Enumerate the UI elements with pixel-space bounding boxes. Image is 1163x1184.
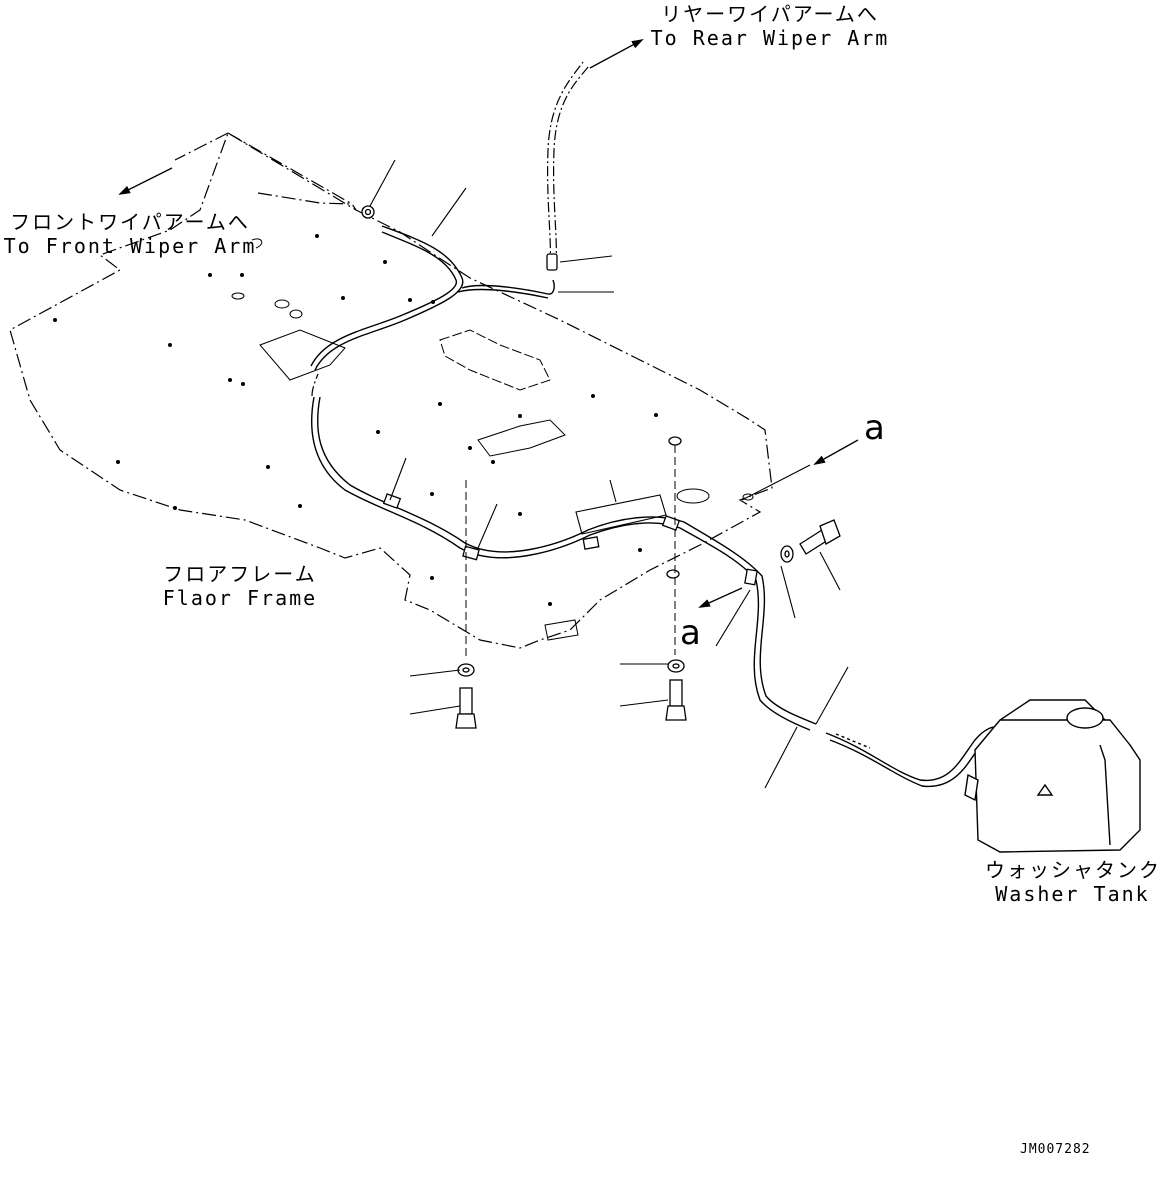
floor-frame: [9, 132, 773, 649]
floor-frame-label-en: Flaor Frame: [162, 586, 318, 610]
view-a-marker-top: a: [864, 408, 885, 448]
drawing-code: JM007282: [1020, 1142, 1091, 1157]
bolt-sets: [455, 436, 841, 729]
view-a-marker-bottom: a: [680, 613, 701, 653]
washer-tank-label-jp: ウォッシャタンク: [985, 858, 1161, 882]
washer-tank-label-en: Washer Tank: [995, 882, 1150, 906]
bolt-axis-lines: [465, 445, 676, 660]
hose-extensions: [311, 61, 590, 397]
rear-wiper-label-jp: リヤーワイパアームへ: [661, 2, 879, 26]
front-wiper-label-jp: フロントワイパアームへ: [10, 210, 250, 234]
floor-frame-label-jp: フロアフレーム: [163, 562, 317, 586]
front-wiper-label-en: To Front Wiper Arm: [3, 234, 257, 258]
connectors: [361, 205, 758, 586]
washer-tank: [964, 699, 1141, 853]
leader-lines: [369, 159, 849, 789]
floor-plate-features: [231, 238, 754, 641]
mounting-holes: [53, 234, 658, 606]
rear-wiper-label-en: To Rear Wiper Arm: [650, 26, 890, 50]
washer-hose: [310, 225, 1006, 788]
direction-arrows: [118, 39, 859, 608]
